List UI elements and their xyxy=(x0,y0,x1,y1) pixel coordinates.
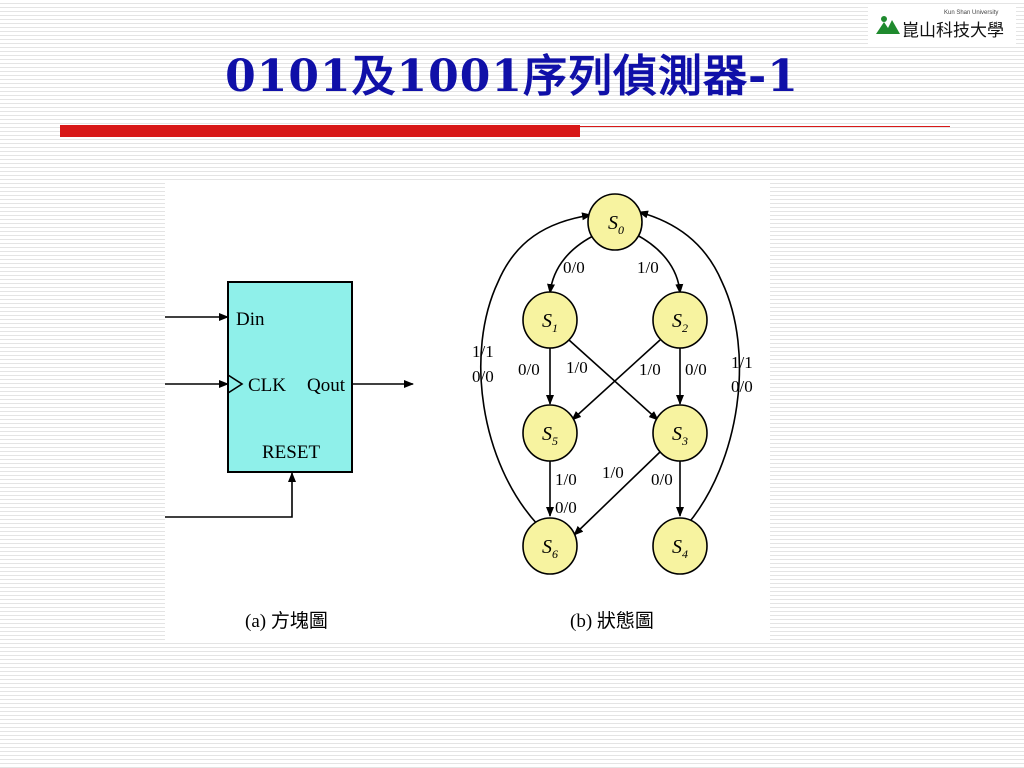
label-s5-s6-b: 0/0 xyxy=(555,498,577,517)
state-s1: S1 xyxy=(522,291,578,349)
logo-mark-icon xyxy=(876,16,900,34)
label-s4-s0-b: 0/0 xyxy=(731,377,753,396)
university-logo: Kun Shan University 崑山科技大學 xyxy=(868,4,1016,46)
label-s6-s0-b: 0/0 xyxy=(472,367,494,386)
svg-text:S1: S1 xyxy=(542,310,558,335)
label-s6-s0-a: 1/1 xyxy=(472,342,494,361)
state-s0: S0 xyxy=(587,193,643,251)
logo-chinese-name: 崑山科技大學 xyxy=(902,21,1004,41)
edge-s3-s6 xyxy=(573,451,661,536)
state-s2: S2 xyxy=(652,291,708,349)
port-din: Din xyxy=(236,309,265,330)
figure-panel: Din CLK Qout RESET (a) 方塊圖 xyxy=(165,182,770,640)
label-s3-s4: 0/0 xyxy=(651,470,673,489)
clk-edge-icon xyxy=(227,374,244,394)
block-diagram-caption: (a) 方塊圖 xyxy=(245,610,328,632)
label-s4-s0-a: 1/1 xyxy=(731,353,753,372)
svg-text:S0: S0 xyxy=(608,212,624,237)
edge-s1-s3 xyxy=(568,339,659,421)
state-s3: S3 xyxy=(652,404,708,462)
svg-text:S5: S5 xyxy=(542,423,558,448)
port-clk: CLK xyxy=(248,375,286,396)
label-s3-s6: 1/0 xyxy=(602,463,624,482)
label-s0-s1: 0/0 xyxy=(563,258,585,277)
svg-text:S6: S6 xyxy=(542,536,558,561)
svg-text:S2: S2 xyxy=(672,310,688,335)
label-s2-s3: 0/0 xyxy=(685,360,707,379)
figure-svg: Din CLK Qout RESET (a) 方塊圖 xyxy=(165,193,753,632)
state-s4: S4 xyxy=(652,517,708,575)
port-qout: Qout xyxy=(307,375,346,396)
edge-s0-s2 xyxy=(634,233,684,294)
arc-s4-s0 xyxy=(638,210,741,526)
title-underline xyxy=(580,126,950,127)
label-s2-s5: 1/0 xyxy=(639,360,661,379)
edge-s0-s1 xyxy=(547,233,598,294)
title-accent-bar xyxy=(60,125,580,137)
logo-english-name: Kun Shan University xyxy=(944,10,999,16)
label-s5-s6-a: 1/0 xyxy=(555,470,577,489)
label-s1-s3: 1/0 xyxy=(566,358,588,377)
block-diagram: Din CLK Qout RESET (a) 方塊圖 xyxy=(165,281,414,632)
state-s6: S6 xyxy=(522,517,578,575)
slide-title: 0101及1001序列偵測器-1 xyxy=(225,51,799,102)
port-reset: RESET xyxy=(262,442,320,463)
svg-text:S3: S3 xyxy=(672,423,688,448)
arc-s6-s0 xyxy=(479,212,592,526)
reset-input-line xyxy=(165,472,296,518)
state-s5: S5 xyxy=(522,404,578,462)
label-s0-s2: 1/0 xyxy=(637,258,659,277)
svg-text:S4: S4 xyxy=(672,536,688,561)
state-diagram-caption: (b) 狀態圖 xyxy=(570,610,654,632)
edge-s2-s5 xyxy=(571,339,661,421)
label-s1-s5: 0/0 xyxy=(518,360,540,379)
state-diagram: S0 S1 S2 S5 S3 S6 xyxy=(472,193,753,632)
